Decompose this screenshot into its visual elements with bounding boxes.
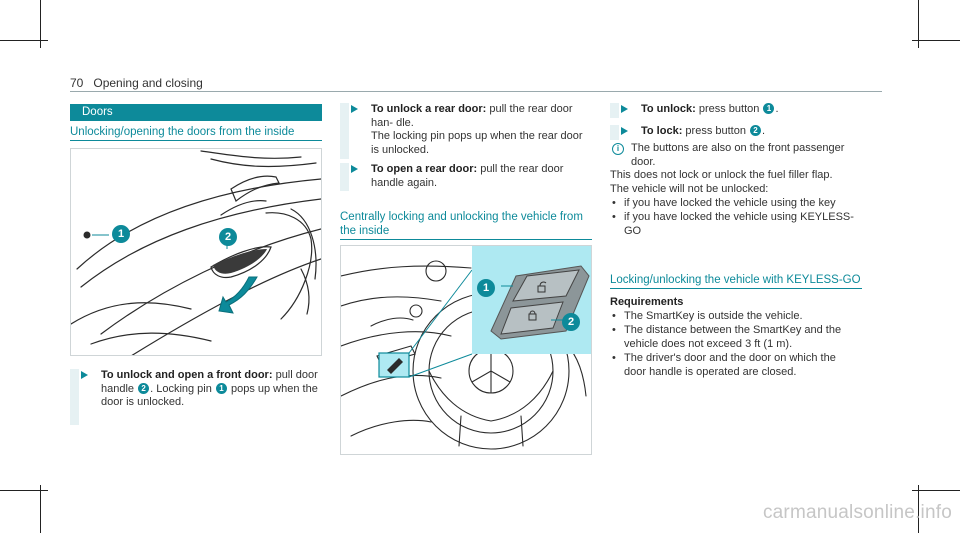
section-bar: Doors bbox=[70, 104, 322, 121]
step-label: To unlock a rear door: bbox=[371, 103, 487, 115]
info-note: The buttons are also on the front passen… bbox=[631, 142, 845, 168]
page-header: 70 Opening and closing bbox=[70, 76, 203, 90]
crop-mark bbox=[40, 485, 41, 533]
step-unlock-rear-door: To unlock a rear door: pull the rear doo… bbox=[340, 103, 592, 159]
inline-badge: 2 bbox=[750, 125, 762, 136]
step-arrow-icon bbox=[81, 371, 88, 379]
door-interior-illustration bbox=[71, 150, 321, 355]
section-title: Opening and closing bbox=[93, 76, 203, 90]
steering-wheel-illustration bbox=[341, 246, 591, 450]
step-open-rear-door: To open a rear door: pull the rear door … bbox=[340, 163, 592, 191]
list-item: •The driver's door and the door on which… bbox=[612, 352, 836, 378]
door-handle-figure: 1 2 bbox=[70, 148, 322, 356]
crop-mark bbox=[918, 0, 919, 48]
header-rule bbox=[70, 91, 882, 92]
list-item: •The SmartKey is outside the vehicle. bbox=[612, 310, 803, 322]
step-label: To unlock: bbox=[641, 103, 696, 115]
crop-mark bbox=[912, 490, 960, 491]
step-arrow-icon bbox=[351, 105, 358, 113]
step-label: To open a rear door: bbox=[371, 163, 478, 175]
step-lock: To lock: press button 2. bbox=[610, 125, 882, 140]
requirements-heading: Requirements bbox=[610, 296, 684, 308]
central-locking-figure: 1 2 bbox=[340, 245, 592, 455]
inline-badge: 2 bbox=[138, 382, 150, 394]
step-label: To unlock and open a front door: bbox=[101, 369, 273, 381]
step-unlock: To unlock: press button 1. bbox=[610, 103, 882, 118]
callout-1: 1 bbox=[112, 225, 130, 243]
step-label: To lock: bbox=[641, 125, 683, 137]
list-item: •The distance between the SmartKey and t… bbox=[612, 324, 842, 350]
subheading-central-locking: Centrally locking and unlocking the vehi… bbox=[340, 211, 583, 237]
subheading-unlocking-doors: Unlocking/opening the doors from the ins… bbox=[70, 126, 295, 138]
crop-mark bbox=[0, 490, 48, 491]
subheading-rule bbox=[610, 288, 862, 289]
callout-2: 2 bbox=[562, 313, 580, 331]
subheading-keyless-go: Locking/unlocking the vehicle with KEYLE… bbox=[610, 274, 861, 286]
not-unlocked-note: The vehicle will not be unlocked: bbox=[610, 183, 769, 195]
crop-mark bbox=[0, 40, 48, 41]
inline-badge: 1 bbox=[215, 382, 227, 394]
step-unlock-front-door: To unlock and open a front door: pull do… bbox=[70, 369, 322, 425]
crop-mark bbox=[912, 40, 960, 41]
watermark: carmanualsonline.info bbox=[762, 502, 952, 523]
page-number: 70 bbox=[70, 76, 84, 90]
step-arrow-icon bbox=[351, 165, 358, 173]
fuel-flap-note: This does not lock or unlock the fuel fi… bbox=[610, 169, 833, 181]
callout-2: 2 bbox=[219, 228, 237, 246]
list-item: •if you have locked the vehicle using th… bbox=[612, 197, 836, 209]
step-arrow-icon bbox=[621, 127, 628, 135]
crop-mark bbox=[40, 0, 41, 48]
info-icon: i bbox=[612, 143, 624, 155]
crop-mark bbox=[918, 485, 919, 533]
subheading-rule bbox=[70, 140, 322, 141]
inline-badge: 1 bbox=[763, 103, 775, 114]
list-item: •if you have locked the vehicle using KE… bbox=[612, 211, 854, 237]
subheading-rule bbox=[340, 239, 592, 240]
step-arrow-icon bbox=[621, 105, 628, 113]
callout-1: 1 bbox=[477, 279, 495, 297]
